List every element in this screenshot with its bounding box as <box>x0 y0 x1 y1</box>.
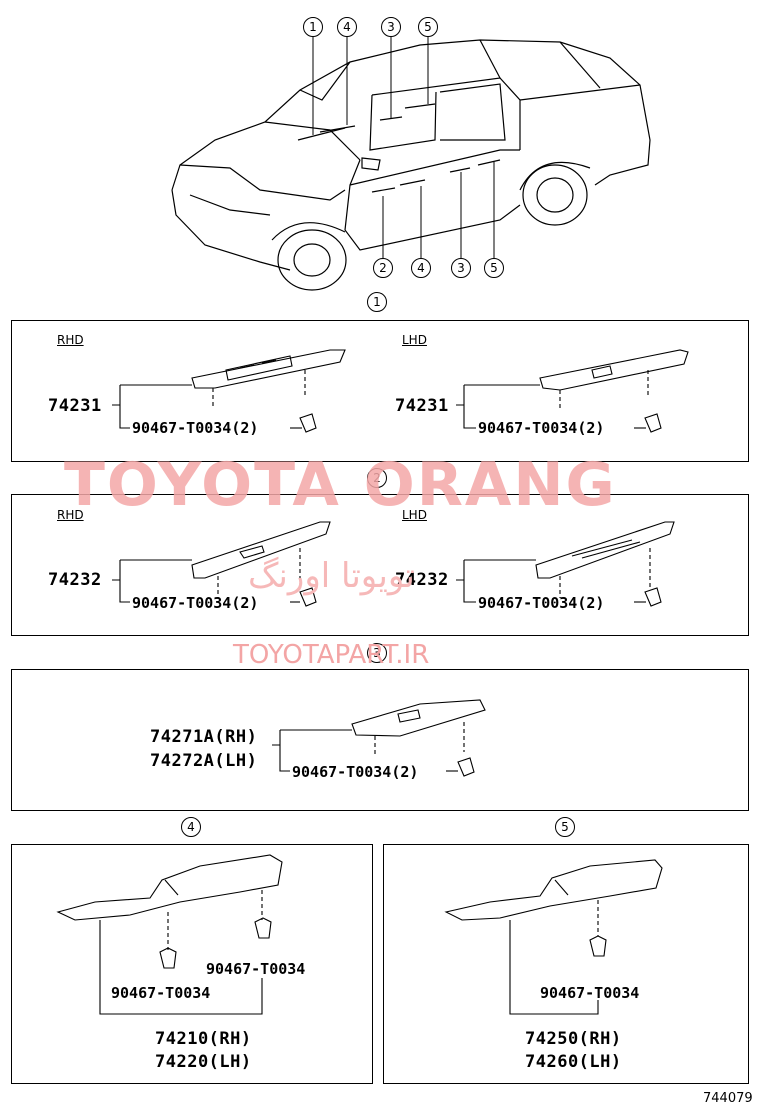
clip-section3[interactable]: 90467-T0034(2) <box>292 763 419 781</box>
part-74210-rh[interactable]: 74210(RH) <box>155 1029 252 1049</box>
section-5-callout[interactable]: 5 <box>555 817 575 837</box>
diagram-reference-number: 744079 <box>703 1091 753 1106</box>
watermark-main: TOYOTA ORANG <box>64 450 617 520</box>
callout-3-top[interactable]: 3 <box>381 17 401 37</box>
section-3-panel <box>11 669 749 811</box>
callout-5-bottom[interactable]: 5 <box>484 258 504 278</box>
part-74250-rh[interactable]: 74250(RH) <box>525 1029 622 1049</box>
section-1-rhd-label: RHD <box>57 333 84 347</box>
part-74220-lh[interactable]: 74220(LH) <box>155 1052 252 1072</box>
part-74232-lhd[interactable]: 74232 <box>395 570 449 590</box>
section-1-panel <box>11 320 749 462</box>
callout-2-bottom[interactable]: 2 <box>373 258 393 278</box>
watermark-url: TOYOTAPART.IR <box>233 640 430 670</box>
watermark-persian: تویوتا اورنگ <box>248 556 415 596</box>
section-5-panel <box>383 844 749 1084</box>
clip-section5[interactable]: 90467-T0034 <box>540 984 640 1002</box>
section-2-callout[interactable]: 2 <box>367 468 387 488</box>
callout-5-top[interactable]: 5 <box>418 17 438 37</box>
callout-3-bottom[interactable]: 3 <box>451 258 471 278</box>
clip-section2-lhd[interactable]: 90467-T0034(2) <box>478 594 605 612</box>
section-1-lhd-label: LHD <box>402 333 427 347</box>
part-74231-lhd[interactable]: 74231 <box>395 396 449 416</box>
clip-section1-lhd[interactable]: 90467-T0034(2) <box>478 419 605 437</box>
part-74231-rhd[interactable]: 74231 <box>48 396 102 416</box>
part-74271a-rh[interactable]: 74271A(RH) <box>150 727 258 747</box>
section-4-callout[interactable]: 4 <box>181 817 201 837</box>
section-2-panel <box>11 494 749 636</box>
clip-section1-rhd[interactable]: 90467-T0034(2) <box>132 419 259 437</box>
section-2-lhd-label: LHD <box>402 508 427 522</box>
section-4-panel <box>11 844 373 1084</box>
section-3-callout[interactable]: 3 <box>367 643 387 663</box>
callout-1-top[interactable]: 1 <box>303 17 323 37</box>
section-2-rhd-label: RHD <box>57 508 84 522</box>
section-1-callout[interactable]: 1 <box>367 292 387 312</box>
part-74260-lh[interactable]: 74260(LH) <box>525 1052 622 1072</box>
clip-section4-lower[interactable]: 90467-T0034 <box>111 984 211 1002</box>
callout-4-top[interactable]: 4 <box>337 17 357 37</box>
part-74232-rhd[interactable]: 74232 <box>48 570 102 590</box>
callout-4-bottom[interactable]: 4 <box>411 258 431 278</box>
part-74272a-lh[interactable]: 74272A(LH) <box>150 751 258 771</box>
clip-section4-upper[interactable]: 90467-T0034 <box>206 960 306 978</box>
clip-section2-rhd[interactable]: 90467-T0034(2) <box>132 594 259 612</box>
